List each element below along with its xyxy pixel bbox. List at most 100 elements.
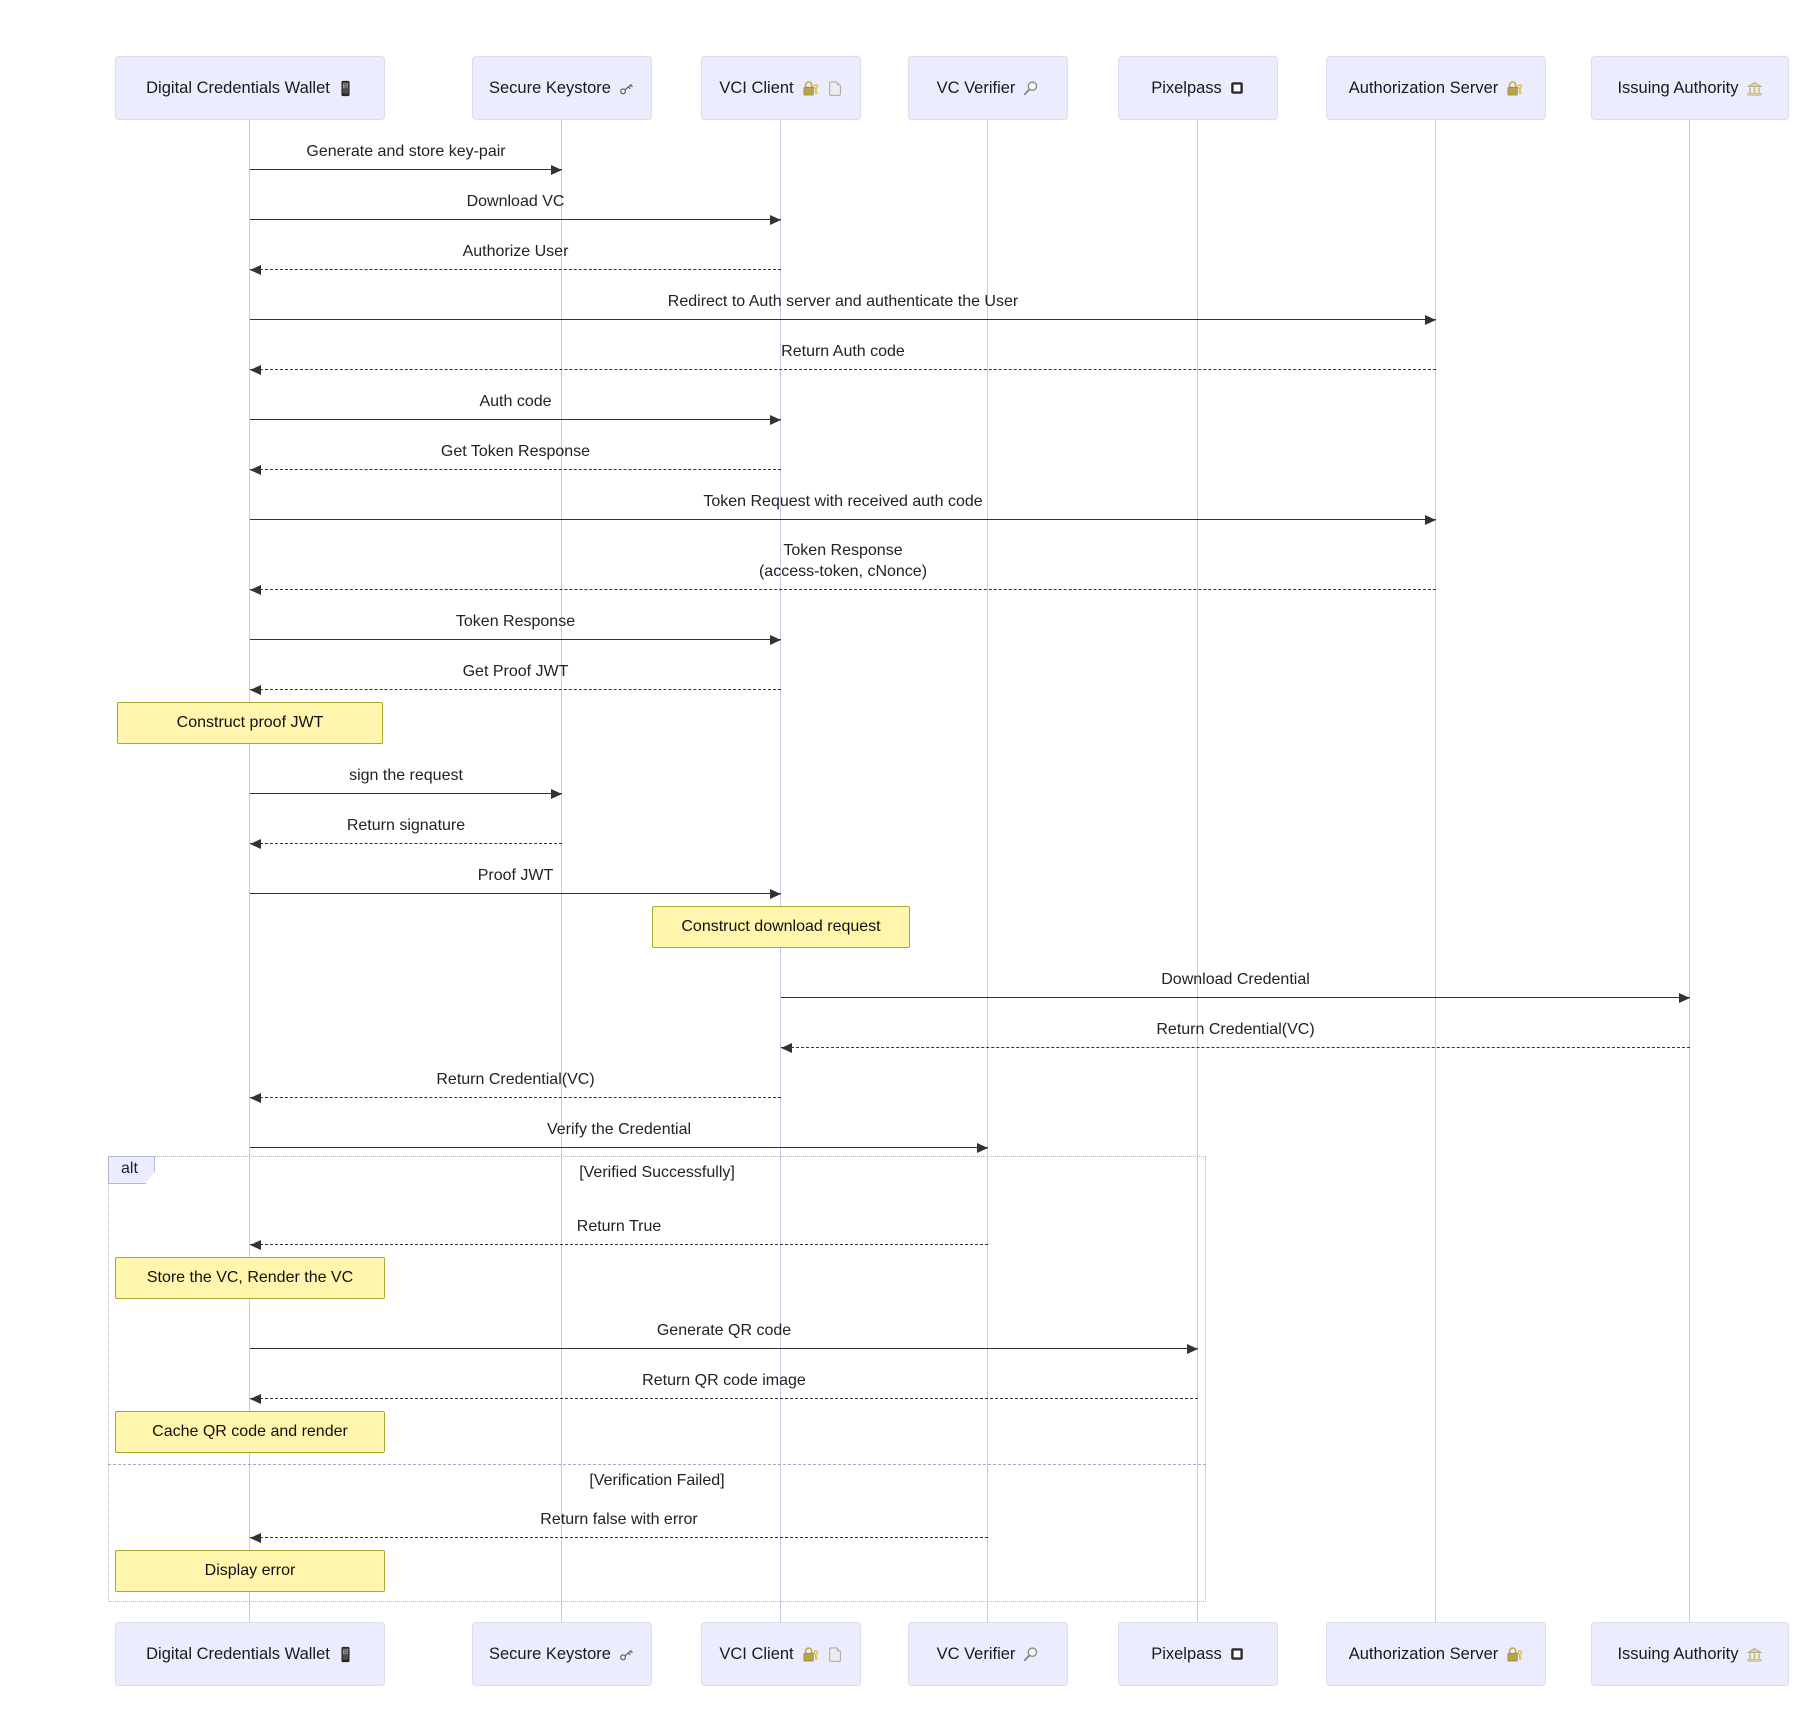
arrowhead-icon [770, 889, 781, 899]
lock-with-key-icon [1505, 80, 1523, 97]
message-label: Authorize User [462, 243, 569, 260]
actor-label: Pixelpass [1151, 1644, 1222, 1663]
mobile-phone-icon [337, 1646, 354, 1663]
message-arrow [250, 1147, 988, 1148]
actor-bottom-box-keystore: Secure Keystore [472, 1622, 652, 1686]
message-arrow [250, 369, 1436, 370]
message-label: Return True [576, 1218, 662, 1235]
arrowhead-icon [1425, 315, 1436, 325]
arrowhead-icon [250, 265, 261, 275]
magnifier-icon [1022, 1646, 1039, 1663]
arrowhead-icon [770, 415, 781, 425]
message-arrow [250, 1348, 1198, 1349]
message-arrow [250, 319, 1436, 320]
mobile-phone-icon [337, 80, 354, 97]
arrowhead-icon [250, 685, 261, 695]
message-label: Proof JWT [477, 867, 554, 884]
message-arrow [781, 1047, 1690, 1048]
arrowhead-icon [250, 1240, 261, 1250]
arrowhead-icon [250, 1394, 261, 1404]
actor-top-box-auth: Authorization Server [1326, 56, 1546, 120]
alt-condition-label: [Verified Successfully] [579, 1164, 735, 1181]
lifeline-keystore [561, 120, 562, 1622]
message-arrow [250, 843, 562, 844]
message-label: Download VC [466, 193, 565, 210]
message-label: Download Credential [1161, 971, 1310, 988]
arrowhead-icon [250, 1093, 261, 1103]
actor-top-box-issuing: Issuing Authority [1591, 56, 1789, 120]
arrowhead-icon [551, 165, 562, 175]
actor-top-box-pixelpass: Pixelpass [1118, 56, 1278, 120]
message-arrow [250, 689, 781, 690]
arrowhead-icon [250, 839, 261, 849]
message-label: Auth code [479, 393, 552, 410]
actor-label: Secure Keystore [489, 1644, 611, 1663]
actor-top-box-verifier: VC Verifier [908, 56, 1068, 120]
actor-bottom-box-wallet: Digital Credentials Wallet [115, 1622, 385, 1686]
actor-top-box-keystore: Secure Keystore [472, 56, 652, 120]
actor-bottom-box-pixelpass: Pixelpass [1118, 1622, 1278, 1686]
lock-with-key-icon [1505, 1646, 1523, 1663]
note: Construct download request [652, 906, 910, 948]
note: Display error [115, 1550, 385, 1592]
message-label: Return Auth code [781, 343, 905, 360]
actor-top-box-wallet: Digital Credentials Wallet [115, 56, 385, 120]
message-arrow [781, 997, 1690, 998]
message-label: Return false with error [540, 1511, 698, 1528]
lifeline-auth [1435, 120, 1436, 1622]
arrowhead-icon [250, 1533, 261, 1543]
message-label: Token Request with received auth code [703, 493, 983, 510]
actor-bottom-box-vci: VCI Client [701, 1622, 861, 1686]
message-label: Generate and store key-pair [306, 143, 506, 160]
arrowhead-icon [551, 789, 562, 799]
alt-section-divider [108, 1464, 1206, 1465]
square-button-icon [1229, 1646, 1245, 1662]
actor-label: VC Verifier [936, 1644, 1016, 1663]
message-arrow [250, 893, 781, 894]
alt-frame [108, 1156, 1206, 1602]
actor-bottom-box-issuing: Issuing Authority [1591, 1622, 1789, 1686]
actor-label: VC Verifier [936, 78, 1016, 97]
message-label: sign the request [349, 767, 463, 784]
message-arrow [250, 419, 781, 420]
message-arrow [250, 169, 562, 170]
actor-bottom-box-auth: Authorization Server [1326, 1622, 1546, 1686]
actor-label: Issuing Authority [1617, 78, 1739, 97]
actor-label: Secure Keystore [489, 78, 611, 97]
square-button-icon [1229, 80, 1245, 96]
actor-label: Digital Credentials Wallet [146, 1644, 330, 1663]
arrowhead-icon [781, 1043, 792, 1053]
actor-top-box-vci: VCI Client [701, 56, 861, 120]
message-label: Return Credential(VC) [436, 1071, 595, 1088]
message-arrow [250, 1097, 781, 1098]
arrowhead-icon [1187, 1344, 1198, 1354]
note: Store the VC, Render the VC [115, 1257, 385, 1299]
arrowhead-icon [1679, 993, 1690, 1003]
lifeline-verifier [987, 120, 988, 1622]
lifeline-wallet [249, 120, 250, 1622]
message-label: Redirect to Auth server and authenticate… [667, 293, 1019, 310]
message-arrow [250, 793, 562, 794]
magnifier-icon [1022, 80, 1039, 97]
lifeline-issuing [1689, 120, 1690, 1622]
message-label: Generate QR code [656, 1322, 792, 1339]
message-arrow [250, 469, 781, 470]
note: Construct proof JWT [117, 702, 383, 744]
message-arrow [250, 519, 1436, 520]
message-arrow [250, 1537, 988, 1538]
message-label: Get Token Response [440, 443, 591, 460]
arrowhead-icon [770, 635, 781, 645]
actor-label: Issuing Authority [1617, 1644, 1739, 1663]
page-icon [826, 80, 843, 97]
old-key-icon [618, 1646, 635, 1663]
message-arrow [250, 269, 781, 270]
actor-label: Authorization Server [1348, 1644, 1499, 1663]
lifeline-vci [780, 120, 781, 1622]
message-label: Return Credential(VC) [1156, 1021, 1315, 1038]
bank-icon [1746, 80, 1763, 97]
message-arrow [250, 219, 781, 220]
actor-bottom-box-verifier: VC Verifier [908, 1622, 1068, 1686]
arrowhead-icon [250, 585, 261, 595]
arrowhead-icon [977, 1143, 988, 1153]
